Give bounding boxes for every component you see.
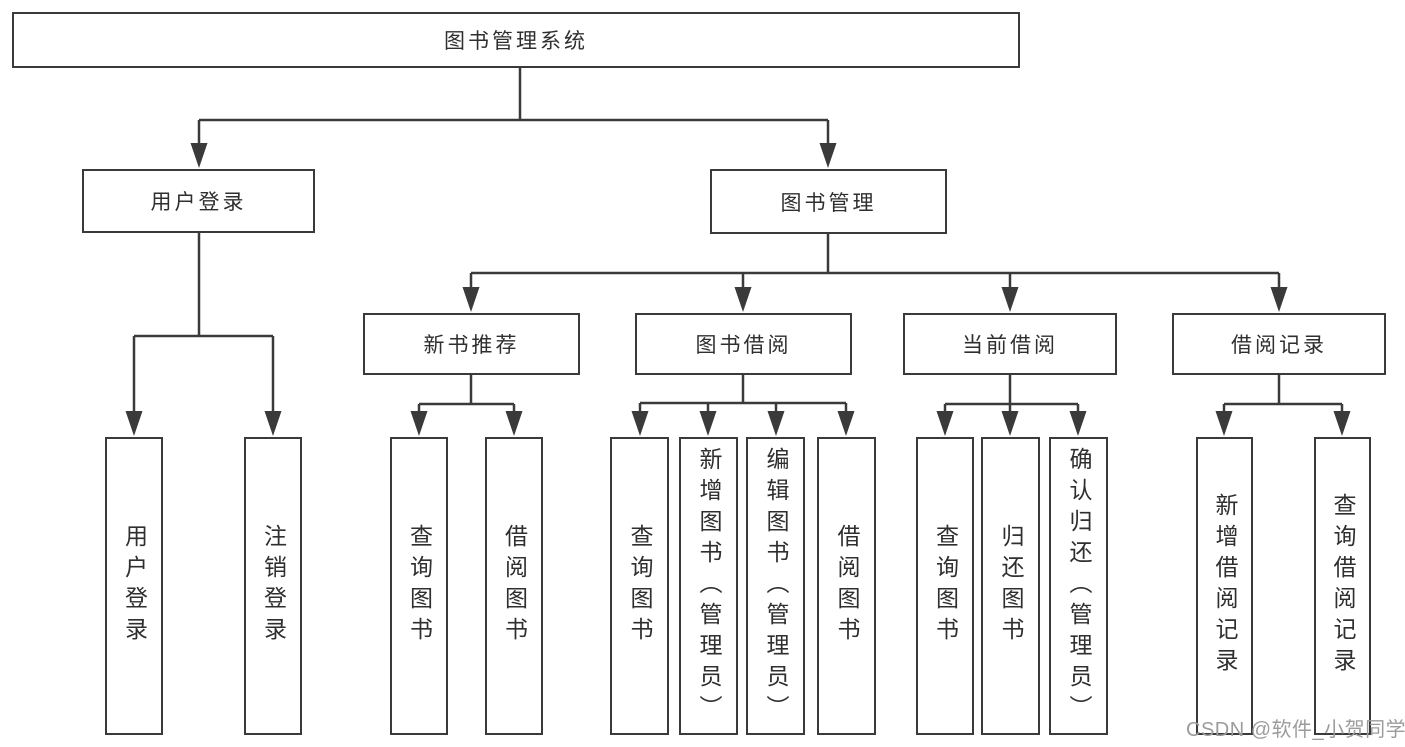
node-library-management-system-label: 图书管理系统: [444, 30, 588, 53]
connector-book-management-to-level3: [462, 234, 1288, 312]
leaf-logout: 注销登录: [244, 437, 302, 735]
leaf-current-return-books: 归还图书: [981, 437, 1040, 735]
node-borrowing-records-label: 借阅记录: [1231, 334, 1327, 357]
node-user-login-label: 用户登录: [150, 191, 247, 214]
node-new-book-recommendation-label: 新书推荐: [423, 334, 520, 357]
node-new-book-recommendation: 新书推荐: [363, 313, 580, 375]
connector-user-login-to-leaves: [125, 233, 282, 436]
leaf-logout-label: 注销登录: [260, 524, 287, 648]
node-borrowing-records: 借阅记录: [1172, 313, 1386, 375]
leaf-records-add-borrow-record-label: 新增借阅记录: [1212, 493, 1238, 679]
connector-current-borrowing-to-leaves: [936, 375, 1087, 436]
leaf-borrowing-edit-books-admin: 编辑图书（管理员）: [746, 437, 805, 735]
leaf-records-query-borrow-record-label: 查询借阅记录: [1330, 493, 1356, 679]
leaf-newbook-query-books: 查询图书: [390, 437, 448, 735]
connector-borrowing-records-to-leaves: [1215, 375, 1351, 436]
node-user-login: 用户登录: [82, 169, 315, 233]
connector-book-borrowing-to-leaves: [631, 375, 855, 436]
node-book-borrowing: 图书借阅: [635, 313, 852, 375]
leaf-current-query-books-label: 查询图书: [932, 524, 959, 648]
node-current-borrowing: 当前借阅: [903, 313, 1117, 375]
leaf-borrowing-query-books-label: 查询图书: [627, 524, 653, 648]
node-library-management-system: 图书管理系统: [12, 12, 1020, 68]
leaf-borrowing-borrow-books-label: 借阅图书: [834, 524, 860, 648]
leaf-user-login-label: 用户登录: [121, 524, 148, 648]
leaf-borrowing-query-books: 查询图书: [610, 437, 669, 735]
leaf-current-query-books: 查询图书: [916, 437, 974, 735]
node-book-management-label: 图书管理: [780, 191, 877, 215]
watermark: CSDN @软件_小贺同学: [1186, 719, 1405, 741]
leaf-borrowing-add-books-admin: 新增图书（管理员）: [679, 437, 738, 735]
leaf-borrowing-borrow-books: 借阅图书: [817, 437, 876, 735]
node-book-borrowing-label: 图书借阅: [695, 334, 792, 357]
leaf-borrowing-edit-books-admin-label: 编辑图书（管理员）: [763, 446, 789, 726]
leaf-current-confirm-return-admin: 确认归还（管理员）: [1049, 437, 1108, 735]
node-current-borrowing-label: 当前借阅: [962, 334, 1058, 357]
leaf-user-login: 用户登录: [105, 437, 163, 735]
connector-new-book-to-leaves: [410, 375, 523, 436]
leaf-records-add-borrow-record: 新增借阅记录: [1196, 437, 1253, 735]
leaf-newbook-borrow-books-label: 借阅图书: [501, 524, 528, 648]
connector-root-to-level2: [190, 68, 837, 168]
leaf-newbook-borrow-books: 借阅图书: [485, 437, 543, 735]
leaf-borrowing-add-books-admin-label: 新增图书（管理员）: [696, 446, 722, 726]
leaf-records-query-borrow-record: 查询借阅记录: [1314, 437, 1371, 735]
leaf-current-return-books-label: 归还图书: [998, 524, 1024, 648]
node-book-management: 图书管理: [710, 169, 947, 234]
leaf-newbook-query-books-label: 查询图书: [406, 524, 433, 648]
leaf-current-confirm-return-admin-label: 确认归还（管理员）: [1066, 446, 1092, 726]
